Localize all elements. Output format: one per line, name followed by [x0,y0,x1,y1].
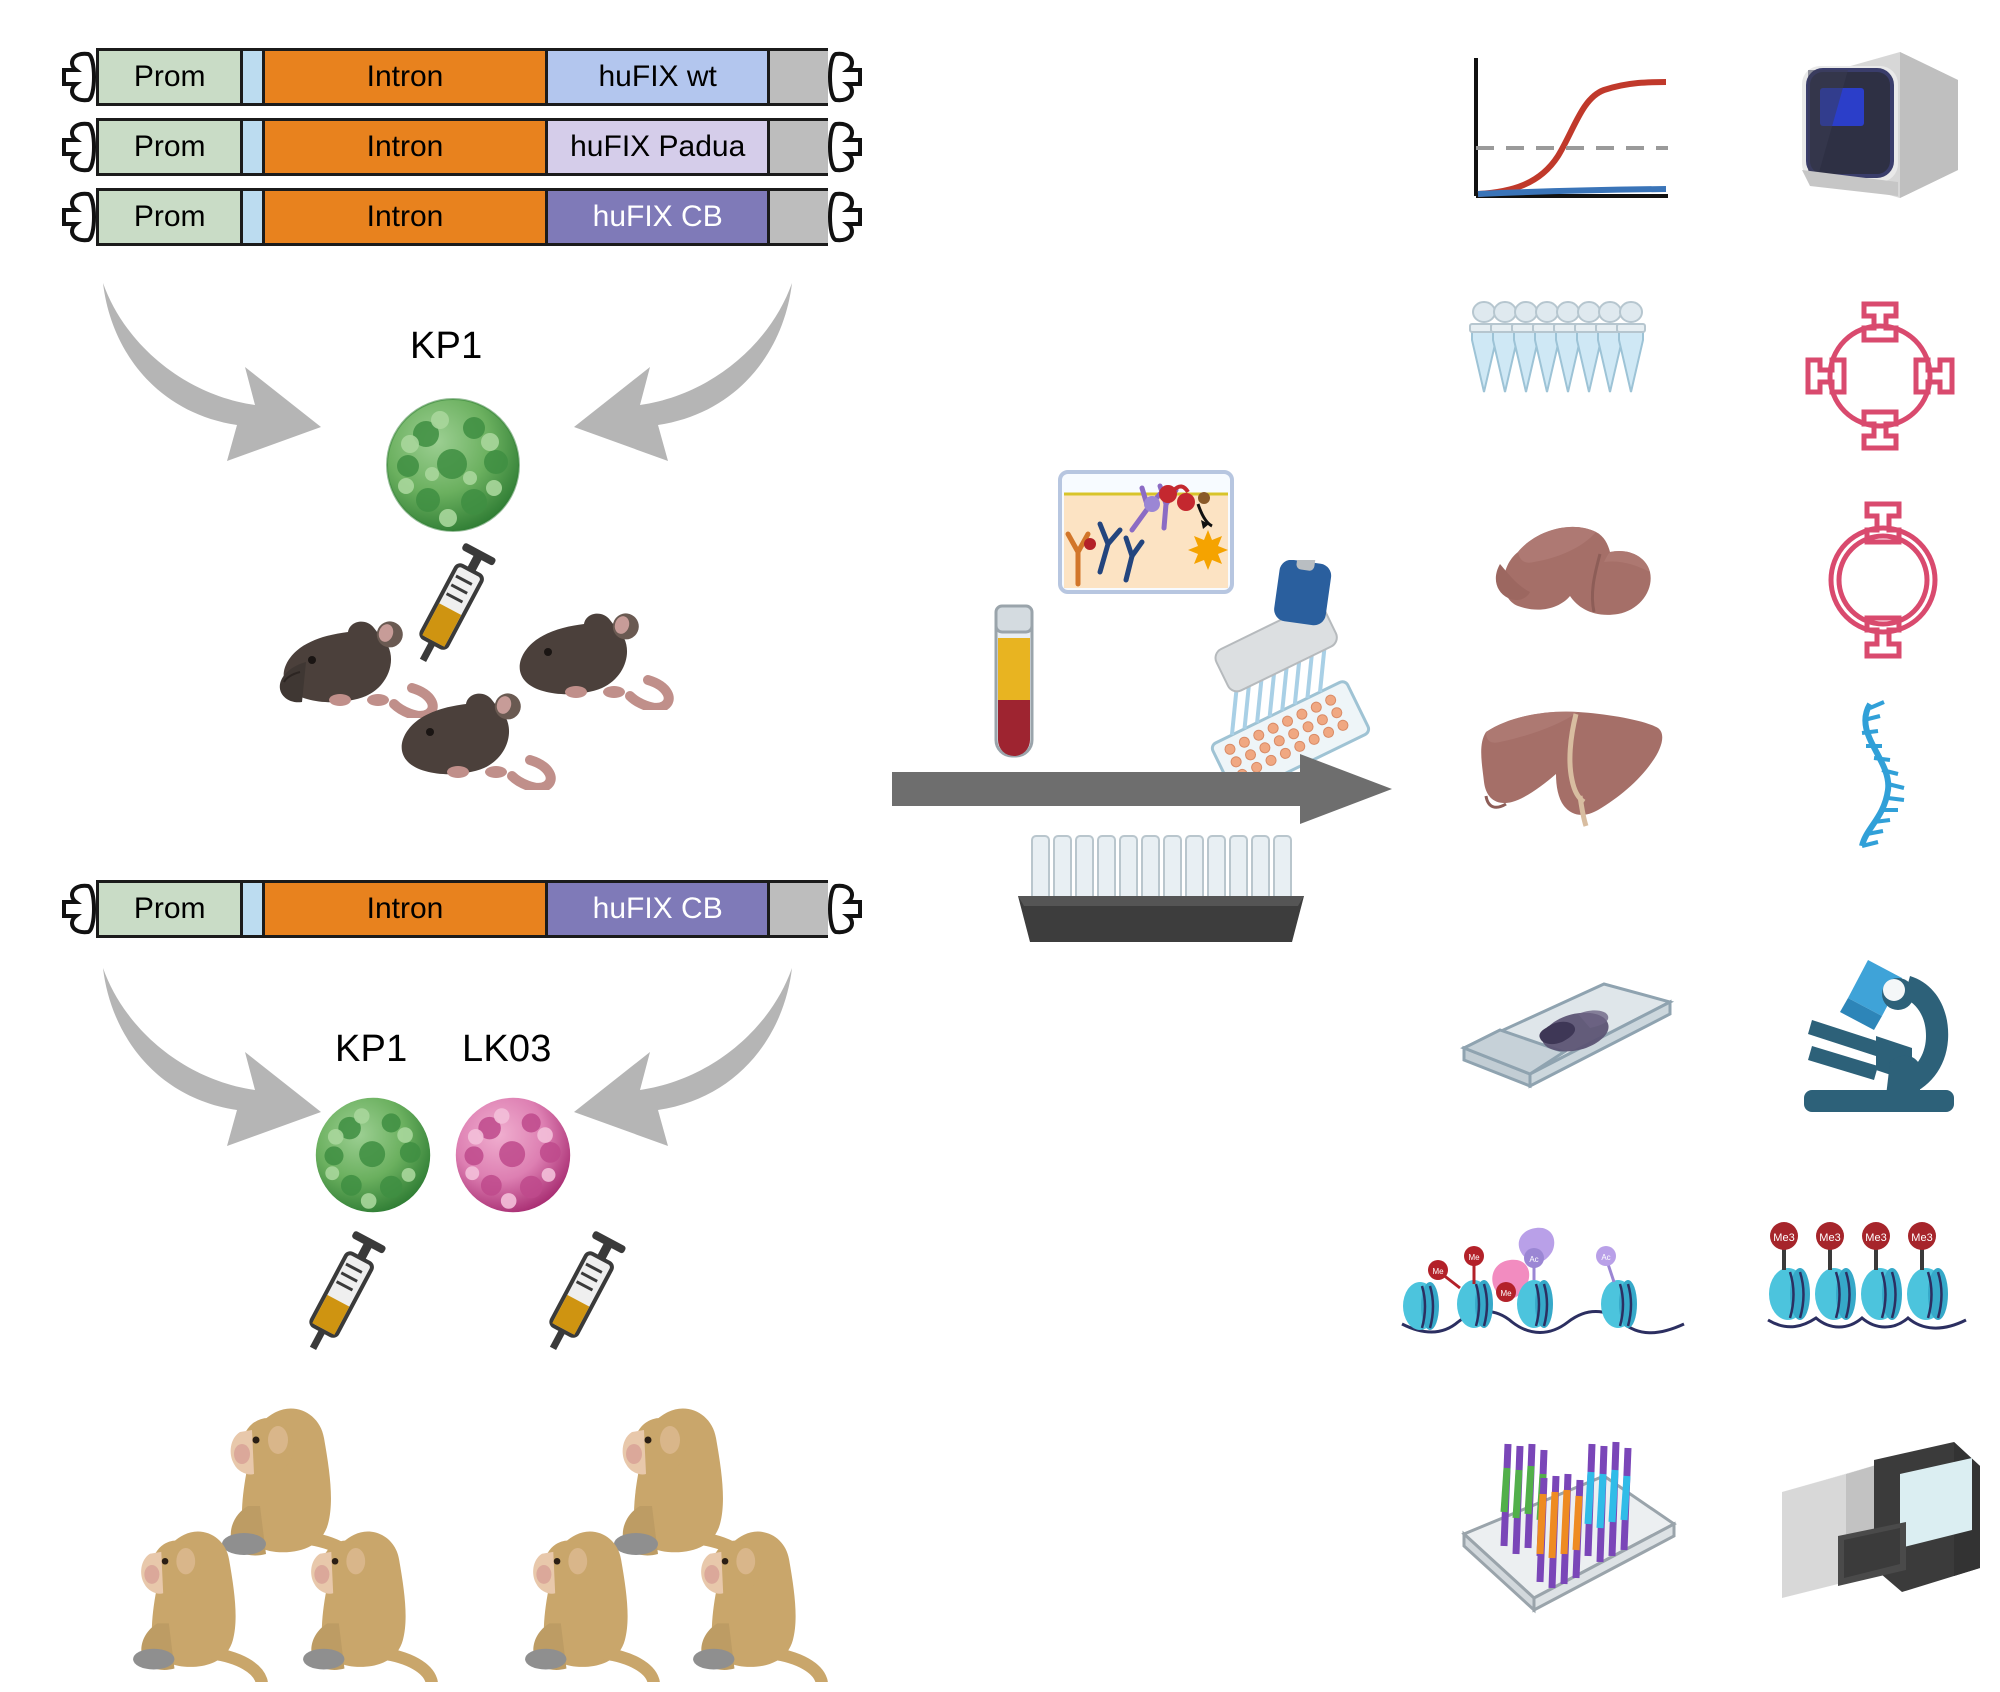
pcr-tube-strip-icon [1469,301,1646,393]
histology-slide-icon [1460,982,1675,1089]
segment-transgene: huFIX CB [544,880,768,938]
me-mark-label: Me [1432,1267,1444,1276]
segment-transgene: huFIX CB [544,188,768,246]
syringe-icon [419,543,496,663]
segment-label: Intron [366,200,444,233]
segment-intron: Intron [261,880,545,938]
segment-label: Prom [133,60,206,93]
me-mark-label: Me [1468,1253,1480,1262]
kp1-capsid-icon [315,1097,431,1213]
macaque-icon [525,1531,660,1682]
itr-left-icon [62,880,96,938]
segment-label: huFIX Padua [570,130,746,163]
construct-hufix-cb: Prom Intron huFIX CB [62,188,862,246]
segment-intron: Intron [261,188,545,246]
itr-left-icon [62,188,96,246]
arrow-to-capsid-right [574,283,792,461]
me3-mark-label: Me3 [1865,1232,1886,1244]
me3-mark-label: Me3 [1773,1232,1794,1244]
arrow-to-capsid-right [574,968,792,1146]
segment-transgene: huFIX Padua [544,118,768,176]
nhp-capsid-label-kp1: KP1 [335,1028,408,1070]
macaque-icon [303,1531,438,1682]
kp1-capsid-icon [386,398,520,532]
segment-polya [767,188,828,246]
itr-right-icon [828,118,862,176]
nhp-liver-icon [1481,711,1663,827]
multichannel-pipette-plate-icon [1210,560,1371,790]
construct-hufix-wt: Prom Intron huFIX wt [62,48,862,106]
chromatin-histone-marks-icon: Me Me Me Ac Ac [1401,1227,1685,1335]
construct-hufix-cb-nhp: Prom Intron huFIX CB [62,880,862,938]
segment-intron: Intron [261,48,545,106]
segment-label: Prom [133,892,206,925]
itr-right-icon [828,880,862,938]
tube-rack-icon [1018,835,1304,942]
macaque-icon [222,1408,366,1568]
microscope-icon [1804,960,1954,1112]
qpcr-thermocycler-icon [1802,52,1958,198]
mouse-liver-icon [1495,526,1651,615]
mouse-icon [519,613,674,710]
nhp-capsid-label-lk03: LK03 [462,1028,552,1070]
macaque-icon [133,1531,268,1682]
segment-label: Intron [366,130,444,163]
segment-promoter: Prom [96,118,241,176]
segment-spacer [240,880,262,938]
segment-promoter: Prom [96,48,241,106]
segment-label: Prom [133,130,206,163]
segment-label: huFIX CB [592,892,723,925]
qpcr-amplification-curve-icon [1474,58,1668,198]
segment-label: Intron [366,60,444,93]
segment-promoter: Prom [96,188,241,246]
syringe-icon [309,1231,386,1351]
segment-label: Intron [366,892,444,925]
rna-single-strand-icon [1859,700,1905,848]
arrow-to-capsid-left [103,968,321,1146]
me3-mark-label: Me3 [1819,1232,1840,1244]
mouse-icon [279,621,438,718]
segment-label: huFIX CB [592,200,723,233]
workflow-arrow [892,754,1392,824]
aav-genome-circular-itr-icon [1805,301,1955,451]
ac-mark-label: Ac [1529,1255,1538,1264]
segment-polya [767,118,828,176]
h3k9me3-heterochromatin-icon: Me3 Me3 Me3 Me3 [1767,1222,1967,1330]
segment-spacer [240,188,262,246]
mouse-icon [401,693,556,790]
segment-intron: Intron [261,118,545,176]
me-mark-label: Me [1500,1289,1512,1298]
itr-right-icon [828,188,862,246]
syringe-icon [549,1231,626,1351]
segment-transgene: huFIX wt [544,48,768,106]
macaque-icon [693,1531,828,1682]
itr-left-icon [62,118,96,176]
arrow-to-capsid-left [103,283,321,461]
segment-polya [767,880,828,938]
me3-mark-label: Me3 [1911,1232,1932,1244]
segment-label: Prom [133,200,206,233]
itr-left-icon [62,48,96,106]
lk03-capsid-icon [455,1097,571,1213]
segment-promoter: Prom [96,880,241,938]
next-gen-sequencer-icon [1782,1442,1980,1598]
itr-right-icon [828,48,862,106]
segment-spacer [240,48,262,106]
ac-mark-label: Ac [1601,1253,1610,1262]
segment-polya [767,48,828,106]
mouse-capsid-label: KP1 [410,325,483,367]
segment-label: huFIX wt [598,60,717,93]
blood-collection-tube-icon [994,604,1034,758]
segment-spacer [240,118,262,176]
construct-hufix-padua: Prom Intron huFIX Padua [62,118,862,176]
elisa-assay-diagram [1058,470,1234,594]
sequencing-flowcell-icon [1461,1441,1677,1614]
aav-episome-circle-icon [1828,501,1938,659]
